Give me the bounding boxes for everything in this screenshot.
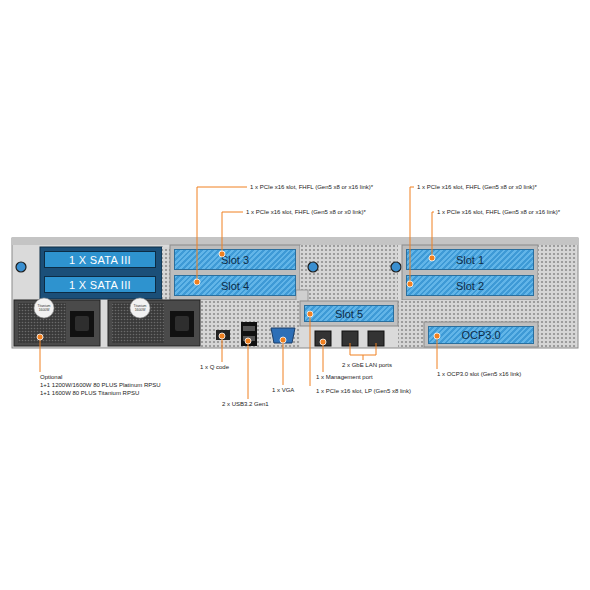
sata-bay: 1 X SATA III [44,276,156,293]
pcie-slot: Slot 2 [406,275,534,296]
leader-dot [280,337,286,343]
vent-mesh [398,300,576,347]
vent-mesh [300,245,398,300]
riser-frame [402,245,538,300]
rj45-port [368,331,384,346]
vent-mesh [200,300,300,347]
riser-frame [170,245,300,300]
drive-cage [40,247,162,299]
callout-label: 1 x VGA [272,386,294,394]
chassis-body [12,238,578,348]
leader-dot [219,333,225,339]
psu-sticker [34,298,54,318]
leader-line [40,337,41,372]
power-supply [108,300,200,346]
vent-mesh [162,247,170,299]
power-socket [75,316,89,331]
leader-line [222,212,243,254]
callout-label: 1 x PCIe x16 slot, FHFL (Gen5 x8 or x0 l… [246,208,366,216]
power-socket [175,316,189,331]
callout-label: 1 x OCP3.0 slot (Gen5 x16 link) [437,370,521,378]
leader-line [310,314,311,386]
vent-mesh [538,245,576,300]
sata-bay: 1 X SATA III [44,251,156,268]
usb-port [243,336,255,341]
slot-label: 1 X SATA III [69,254,131,266]
slot-label: Slot 4 [221,280,249,292]
leader-line [323,342,324,372]
slot-label: 1 X SATA III [69,279,131,291]
callout-label: 1 x PCIe x16 slot, LP (Gen5 x8 link) [316,387,411,395]
callout-label: 2 x USB3.2 Gen1 [222,400,269,408]
leader-line [248,341,249,399]
callout-label: 1 x Q code [200,363,229,371]
thumb-screw [16,262,26,272]
pcie-slot: Slot 3 [174,249,296,270]
callout-label: 1 x PCIe x16 slot, FHFL (Gen5 x8 or x16 … [437,208,560,216]
power-inlet [170,311,194,337]
vga-port [271,328,295,343]
leader-dot [37,334,43,340]
q-code-display [216,330,230,340]
power-supply [14,300,100,346]
slot-label: Slot 5 [335,308,363,320]
slot-label: Slot 2 [456,280,484,292]
riser-frame [300,301,398,326]
psu-fan-grille [18,303,66,343]
pcie-slot: Slot 4 [174,275,296,296]
rj45-port [342,331,358,346]
rj45-port [315,331,331,346]
ocp-frame [424,322,538,347]
callout-label: 1 x PCIe x16 slot, FHFL (Gen5 x8 or x16 … [250,183,373,191]
usb-stack [241,322,257,346]
psu-rating: Titanium 1600W [34,304,54,312]
leader-bracket [350,343,376,360]
chassis-top-lip [12,238,578,245]
leader-dot [320,339,326,345]
usb-port [243,326,255,331]
callout-label: 1+1 1600W 80 PLUS Titanium RPSU [40,389,139,397]
slot-label: Slot 3 [221,254,249,266]
leader-line [222,336,223,362]
psu-fan-grille [112,303,164,343]
pcie-slot: Slot 1 [406,249,534,270]
callout-label: 1 x Management port [316,373,373,381]
callout-label: Optional [40,373,62,381]
ocp-slot: OCP3.0 [428,326,534,344]
psu-sticker [130,298,150,318]
psu-rating: Titanium 1600W [130,304,150,312]
thumb-screw [308,262,318,272]
slot-label: OCP3.0 [461,329,500,341]
power-inlet [70,311,94,337]
leader-line [283,340,284,385]
leader-dot [245,338,251,344]
callout-label: 1+1 1200W/1600W 80 PLUS Platinum RPSU [40,381,161,389]
callout-label: 2 x GbE LAN ports [342,361,392,369]
slot-label: Slot 1 [456,254,484,266]
pcie-slot: Slot 5 [304,305,394,322]
callout-label: 1 x PCIe x16 slot, FHFL (Gen5 x8 or x0 l… [417,183,537,191]
thumb-screw [391,262,401,272]
